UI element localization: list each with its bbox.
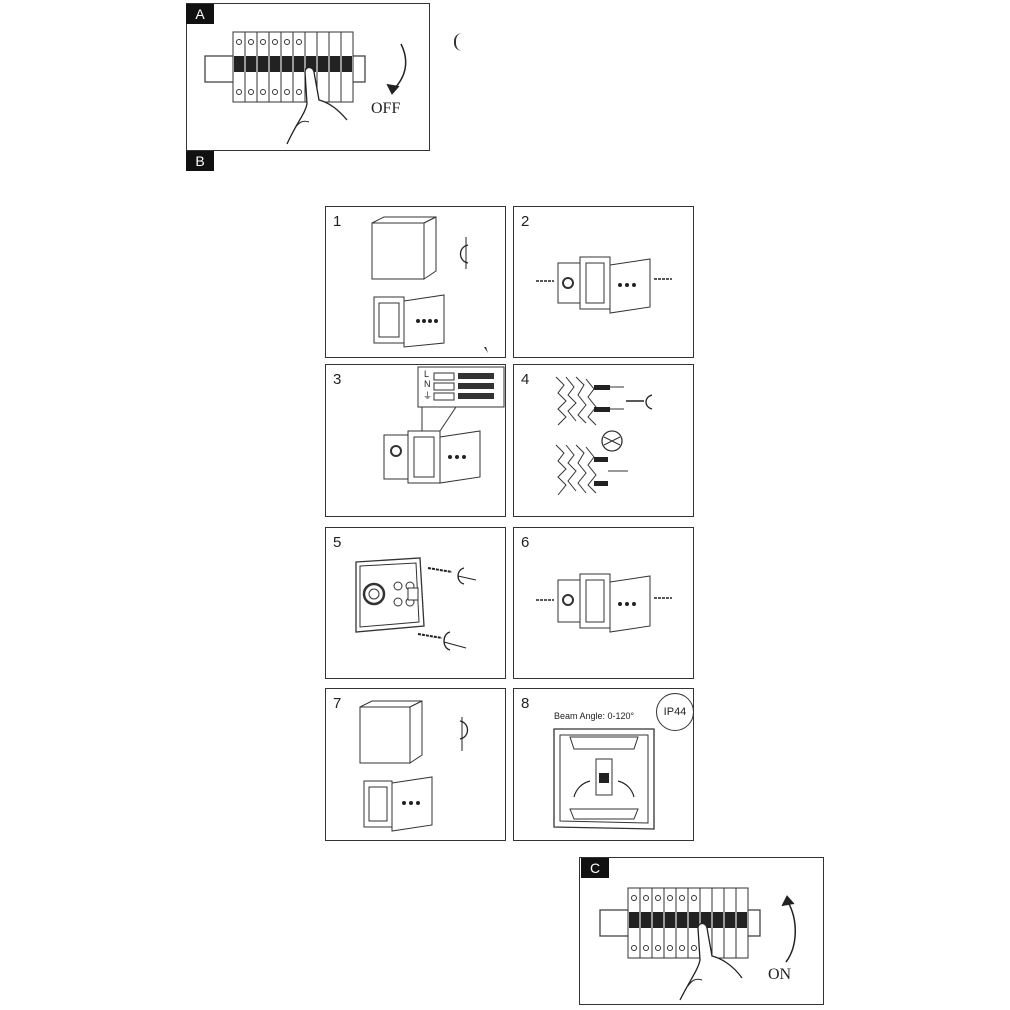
step-3-illustration [383,366,505,484]
ip-rating-text: IP44 [663,706,687,718]
section-label-a: A [186,4,214,24]
step-7-panel: 7 [325,688,506,841]
step-6-panel: 6 [513,527,694,679]
terminal-label-earth: ⏚ [423,391,433,401]
step-number: 3 [333,371,342,388]
step-3-panel: 3 L N ⏚ [325,364,506,517]
terminal-label-l: L [424,369,430,379]
step-1-panel: 1 [325,206,506,358]
terminal-label-n: N [424,379,431,389]
step-2-panel: 2 [513,206,694,358]
panel-a-breaker-off: OFF [186,3,430,151]
step-number: 6 [521,534,530,551]
step-8-panel: 8 Beam Angle: 0-120° IP44 [513,688,694,841]
step-6-illustration [536,573,672,633]
step-number: 8 [521,695,530,712]
step-2-illustration [536,256,672,314]
step-5-illustration [355,557,477,651]
section-label-b: B [186,151,214,171]
step-number: 2 [521,213,530,230]
breaker-off-illustration [204,31,407,145]
step-8-illustration [553,728,655,830]
step-1-illustration [371,216,488,353]
panel-c-breaker-on: ON [579,857,824,1005]
step-number: 5 [333,534,342,551]
step-4-illustration [555,376,653,496]
section-label-c: C [581,858,609,878]
beam-angle-label: Beam Angle: 0-120° [554,711,635,721]
stray-mark [454,33,462,51]
step-number: 1 [333,213,342,230]
step-4-panel: 4 [513,364,694,517]
breaker-on-illustration [599,887,796,1001]
off-label: OFF [371,100,401,117]
step-number: 4 [521,371,530,388]
step-number: 7 [333,695,342,712]
step-5-panel: 5 [325,527,506,679]
step-7-illustration [359,700,469,832]
ip-rating-badge: IP44 [656,693,694,731]
on-label: ON [768,966,792,983]
